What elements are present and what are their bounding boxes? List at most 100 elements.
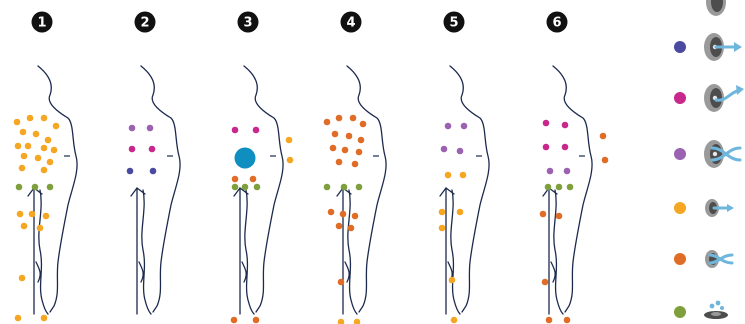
teal-large-receptor-dot [235,148,256,169]
orange-receptor-dot [324,119,331,126]
yellow-receptor-dot [47,159,54,166]
orange-receptor-dot [253,317,260,324]
yellow-receptor-dot [19,275,26,282]
receptor-partial-icon [706,0,726,16]
panel-5: 5 [439,12,489,324]
yellow-receptor-dot [33,131,40,138]
navy-receptor-dot [127,168,134,175]
orange-receptor-dot [360,121,367,128]
panel-number: 1 [37,16,46,31]
leg-outline [440,188,460,314]
legend-row-navy [674,33,742,61]
magenta-receptor-dot [253,127,260,134]
green-receptor-dot [232,184,239,191]
panel-number-badge: 1 [32,12,53,33]
purple-receptor-dot [445,123,452,130]
panel-number: 4 [346,16,355,31]
yellow-receptor-dot [41,315,48,322]
yellow-receptor-dot [20,129,27,136]
purple-legend-dot [674,148,686,160]
orange-receptor-dot [338,279,345,286]
orange-legend-dot [674,253,686,265]
yellow-receptor-dot [29,211,36,218]
yellow-receptor-dot [21,153,28,160]
legend-row-purple [674,140,740,168]
yellow-receptor-dot [51,147,58,154]
yellow-receptor-dot [17,211,24,218]
yellow-receptor-dot [27,115,34,122]
yellow-receptor-dot [15,143,22,150]
green-receptor-dot [242,184,249,191]
receptor-crossing-arrows-icon [704,140,740,168]
orange-receptor-dot [600,133,607,140]
receptor-straight-arrow-icon [704,33,742,61]
orange-receptor-dot [330,145,337,152]
yellow-receptor-dot [35,155,42,162]
orange-receptor-dot [352,213,359,220]
yellow-receptor-dot [287,157,294,164]
magenta-receptor-dot [543,144,550,151]
orange-receptor-dot [340,211,347,218]
green-receptor-dot [254,184,261,191]
orange-receptor-dot [540,211,547,218]
orange-receptor-dot [336,159,343,166]
magenta-receptor-dot [562,122,569,129]
yellow-receptor-dot [41,167,48,174]
legend-row-orange [674,250,732,268]
purple-receptor-dot [129,125,136,132]
panel-number: 5 [449,16,458,31]
legend [674,0,744,319]
green-receptor-dot [545,184,552,191]
orange-receptor-dot [336,223,343,230]
orange-receptor-dot [542,279,549,286]
yellow-receptor-dot [21,223,28,230]
leg-outline [131,188,151,314]
orange-receptor-dot [556,213,563,220]
yellow-receptor-dot [439,225,446,232]
green-receptor-dot [47,184,54,191]
green-receptor-dot [341,184,348,191]
yellow-receptor-dot [449,277,456,284]
green-receptor-dot [567,184,574,191]
yellow-receptor-dot [460,172,467,179]
orange-receptor-dot [350,115,357,122]
legend-row-green [674,301,728,319]
magenta-receptor-dot [562,144,569,151]
orange-receptor-dot [342,147,349,154]
panel-number: 3 [243,16,252,31]
green-receptor-dot [32,184,39,191]
purple-receptor-dot [441,146,448,153]
yellow-receptor-dot [41,145,48,152]
orange-receptor-dot [332,131,339,138]
yellow-receptor-dot [354,319,361,324]
receptor-curved-arrow-icon [704,84,744,112]
yellow-receptor-dot [338,319,345,324]
panel-1: 1 [14,12,77,322]
magenta-receptor-dot [129,146,136,153]
legend-row-magenta [674,84,744,112]
yellow-legend-dot [674,202,686,214]
orange-receptor-dot [352,161,359,168]
orange-receptor-dot [250,176,257,183]
panel-number-badge: 5 [444,12,465,33]
navy-receptor-dot [150,168,157,175]
small-receptor-crossing-arrows-icon [705,250,732,268]
orange-receptor-dot [546,317,553,324]
yellow-receptor-dot [286,137,293,144]
yellow-receptor-dot [37,225,44,232]
orange-receptor-dot [346,133,353,140]
orange-receptor-dot [358,137,365,144]
yellow-receptor-dot [25,143,32,150]
yellow-receptor-dot [445,172,452,179]
panel-number-badge: 3 [238,12,259,33]
panel-number-badge: 4 [341,12,362,33]
orange-receptor-dot [336,115,343,122]
green-receptor-dot [16,184,23,191]
small-receptor-arrow-icon [705,199,734,217]
purple-receptor-dot [564,168,571,175]
panel-number: 6 [552,16,561,31]
yellow-receptor-dot [43,213,50,220]
panel-number-badge: 2 [135,12,156,33]
purple-receptor-dot [547,168,554,175]
